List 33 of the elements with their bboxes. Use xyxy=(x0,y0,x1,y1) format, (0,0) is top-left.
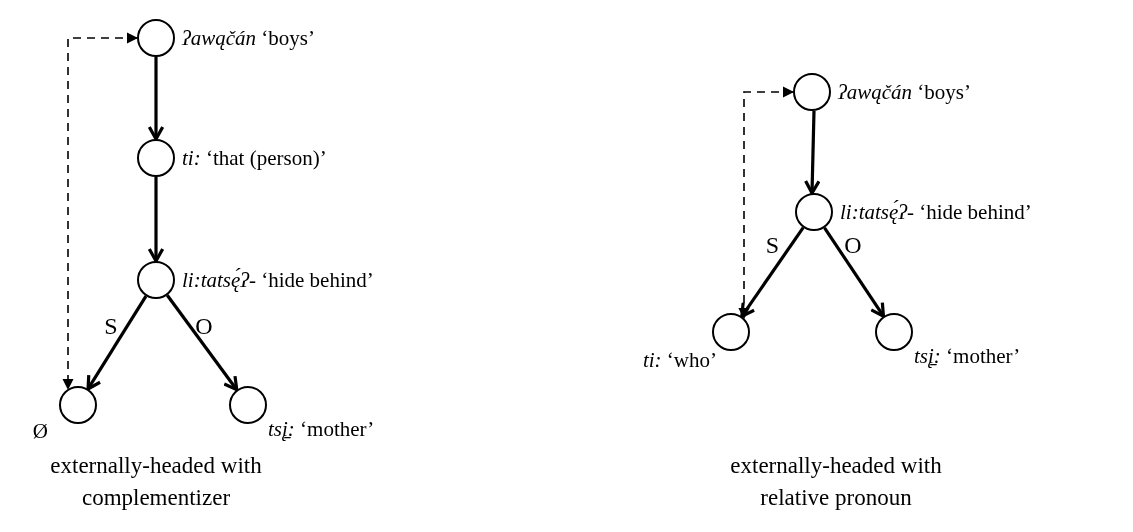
dashed-arrow xyxy=(738,86,795,320)
edge-label: O xyxy=(195,313,213,338)
arrow xyxy=(804,110,821,195)
arrow xyxy=(823,226,886,318)
caption: externally-headed with complementizer xyxy=(49,452,263,512)
circle-node xyxy=(795,193,833,231)
circle-node xyxy=(712,313,750,351)
arrow xyxy=(740,226,805,318)
circle-node xyxy=(137,19,175,57)
edge-label: S xyxy=(765,233,780,257)
circle-node xyxy=(229,386,267,424)
arrow xyxy=(86,295,148,391)
arrow xyxy=(147,177,165,263)
circle-node xyxy=(875,313,913,351)
gloss-text: tsį̱: ‘mother’ xyxy=(268,416,375,443)
gloss-text: li:tatsę́ʔ- ‘hide behind’ xyxy=(840,199,1032,226)
circle-node xyxy=(59,386,97,424)
arrow xyxy=(165,294,239,392)
gloss-text: ti: ‘that (person)’ xyxy=(182,145,327,172)
edge-label: O xyxy=(844,233,862,257)
dashed-arrow xyxy=(62,32,139,390)
arrow xyxy=(147,57,165,141)
caption: externally-headed with relative pronoun xyxy=(729,452,943,512)
circle-node xyxy=(137,139,175,177)
circle-node xyxy=(793,73,831,111)
circle-node xyxy=(137,261,175,299)
gloss-text: li:tatsę́ʔ- ‘hide behind’ xyxy=(182,267,374,294)
gloss-text: tsį̱: ‘mother’ xyxy=(914,343,1021,370)
gloss-text: ti: ‘who’ xyxy=(642,347,717,374)
edge-label: S xyxy=(104,313,118,338)
gloss-text: ʔawąčán ‘boys’ xyxy=(838,79,971,106)
gloss-text: Ø xyxy=(32,418,48,445)
gloss-text: ʔawąčán ‘boys’ xyxy=(182,25,315,52)
